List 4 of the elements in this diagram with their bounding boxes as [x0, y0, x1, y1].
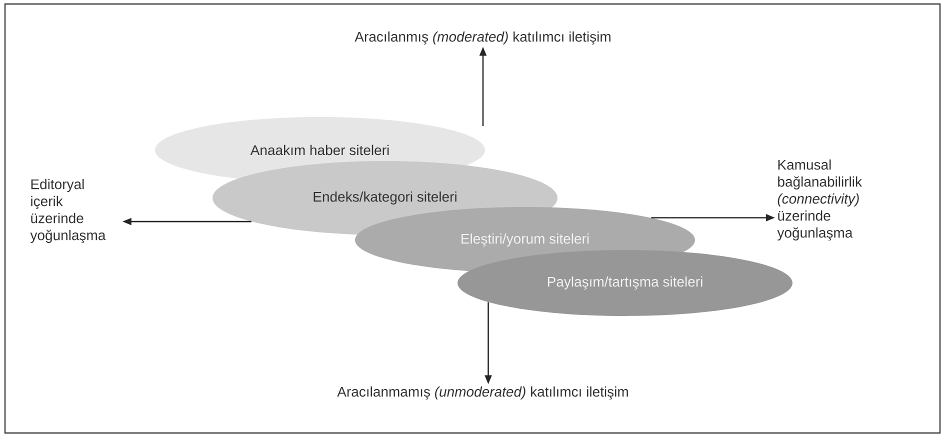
axis-label: Aracılanmamış (unmoderated) katılımcı iletişim [337, 386, 628, 400]
axis-label: Aracılanmış (moderated) katılımcı iletişim [354, 31, 610, 45]
axis-label: Kamusal bağlanabilirlik (connectivity) üzerinde yoğunlaşma [777, 159, 862, 241]
axis-label: Editoryal içerik üzerinde yoğunlaşma [30, 178, 106, 244]
